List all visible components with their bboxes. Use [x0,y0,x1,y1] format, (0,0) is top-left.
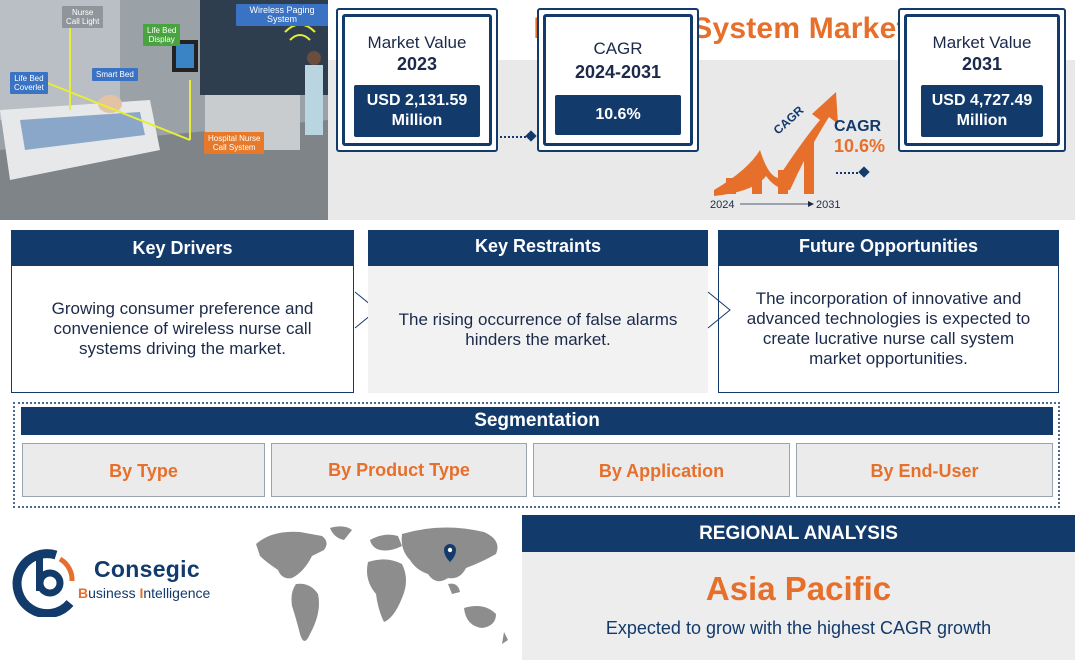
segmentation-frame [13,402,1060,508]
growth-bar [804,142,814,194]
panel-text: The incorporation of innovative and adva… [718,266,1059,393]
cagr-side-title: CAGR [834,118,882,135]
consegic-logo-icon [12,549,75,617]
stat-year: 2031 [961,54,1003,74]
growth-arrow-shape [714,92,838,196]
regional-analysis-heading: REGIONAL ANALYSIS [522,515,1075,552]
graphic-start-year: 2024 [710,199,734,211]
future-opportunities-panel: Future Opportunities The incorporation o… [718,230,1059,393]
hero-label-nurse-call-light: Nurse Call Light [62,6,104,28]
connector-line [500,136,530,138]
key-restraints-panel: Key Restraints The rising occurrence of … [368,230,708,393]
cagr-growth-graphic: CAGR 2024 2031 [710,92,840,211]
hero-label-hospital-nurse-call: Hospital Nurse Call System [204,132,265,154]
world-map-icon [256,526,508,644]
region-name: Asia Pacific [705,570,892,607]
cagr-card: CAGR 2024-2031 10.6% [537,8,699,152]
stat-value: USD 2,131.59 Million [354,85,480,137]
stat-label: Market Value [367,33,467,52]
region-description: Expected to grow with the highest CAGR g… [605,618,992,638]
connector-line [836,172,862,174]
hero-label-wireless-paging: Wireless Paging System [236,4,328,26]
hero-label-life-bed-coverlet: Life Bed Coverlet [10,72,48,94]
stat-value: USD 4,727.49 Million [921,85,1043,137]
graphic-year-arrowhead [808,201,814,207]
growth-bar [726,178,736,194]
market-value-2023-card: Market Value 2023 USD 2,131.59 Million [336,8,498,152]
cagr-side-value: 10.6% [834,136,886,156]
panel-heading: Future Opportunities [718,230,1059,266]
chevron-right-icon [707,291,731,329]
segment-by-type: By Type [22,443,265,497]
stat-label: Market Value [932,33,1032,52]
segment-by-end-user: By End-User [796,443,1053,497]
growth-bar [778,170,788,194]
logo-subtitle: Business Intelligence [78,585,211,601]
stat-label: CAGR [593,39,643,58]
market-value-2031-card: Market Value 2031 USD 4,727.49 Million [898,8,1066,152]
stat-period: 2024-2031 [574,62,662,82]
panel-heading: Key Restraints [368,230,708,266]
logo-name: Consegic [94,556,200,582]
panel-text: The rising occurrence of false alarms hi… [368,266,708,393]
panel-text: Growing consumer preference and convenie… [11,266,354,393]
segment-by-product-type: By Product Type [271,443,527,497]
stat-year: 2023 [396,54,438,74]
cagr-side-label: CAGR 10.6% [834,118,885,157]
stat-value: 10.6% [555,95,681,135]
segment-by-application: By Application [533,443,790,497]
segmentation-heading: Segmentation [21,407,1053,435]
hero-illustration: Nurse Call Light Life Bed Display Wirele… [0,0,328,220]
key-drivers-panel: Key Drivers Growing consumer preference … [11,230,354,393]
graphic-end-year: 2031 [816,199,840,211]
hero-label-smart-bed: Smart Bed [92,68,138,81]
panel-heading: Key Drivers [11,230,354,266]
arrow-cagr-text: CAGR [771,103,807,137]
regional-analysis-body: Asia Pacific Expected to grow with the h… [522,552,1075,660]
growth-bar [752,164,762,194]
hero-label-life-bed-display: Life Bed Display [143,24,181,46]
location-pin-icon [444,544,456,562]
